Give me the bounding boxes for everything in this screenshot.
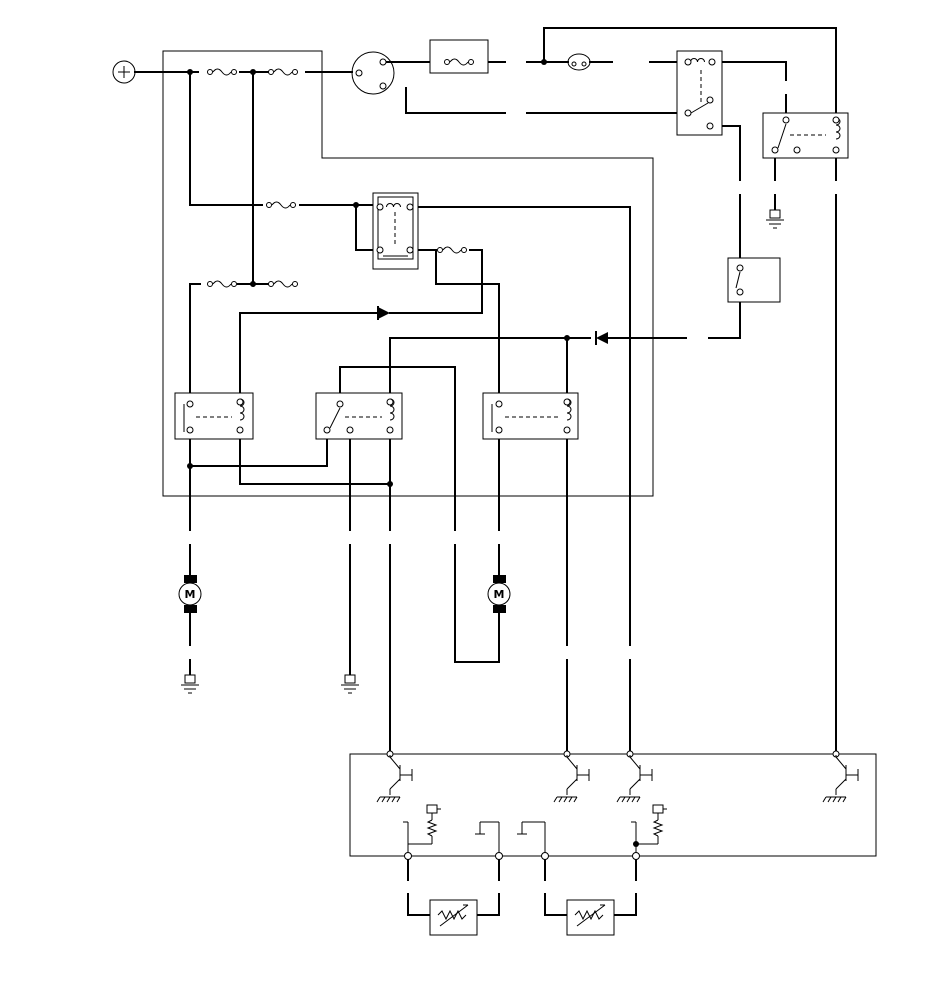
fuse-icon bbox=[429, 39, 489, 74]
ground-icon bbox=[181, 674, 199, 694]
switch-icon bbox=[727, 257, 781, 303]
relay-icon bbox=[315, 392, 403, 440]
ground-icon bbox=[341, 674, 359, 694]
supply-wires bbox=[134, 71, 741, 755]
fuse-relay-box-outline bbox=[162, 50, 654, 497]
motor-label: M bbox=[494, 588, 505, 601]
relay-icon bbox=[762, 112, 849, 159]
ground-icon bbox=[376, 796, 401, 803]
motor-icon: M bbox=[487, 575, 511, 613]
bottom-terminals bbox=[404, 852, 640, 916]
diode-icon bbox=[595, 331, 608, 345]
fuse-icon bbox=[266, 201, 296, 209]
relay-icon bbox=[482, 392, 579, 440]
ground-icon bbox=[616, 796, 641, 803]
fuse-icon bbox=[268, 68, 298, 76]
transistor-icon bbox=[389, 755, 413, 796]
motor-icon: M bbox=[178, 575, 202, 613]
relay-outputs bbox=[189, 439, 568, 755]
thermistor-icon bbox=[566, 899, 615, 936]
relay-icon bbox=[372, 192, 419, 270]
transistor-icon bbox=[629, 755, 653, 796]
fuse-icon bbox=[207, 280, 237, 288]
thermistor-icon bbox=[429, 899, 478, 936]
ground-icon bbox=[553, 796, 578, 803]
transistor-icon bbox=[835, 755, 859, 796]
fuse-icon bbox=[268, 280, 298, 288]
switch-icon bbox=[351, 51, 395, 95]
junction-dots bbox=[187, 59, 639, 847]
control-unit-outline bbox=[349, 753, 877, 857]
fuse-icon bbox=[207, 68, 237, 76]
diode-icon bbox=[377, 306, 390, 320]
ground-icon bbox=[822, 796, 847, 803]
plus-circle-icon bbox=[112, 60, 136, 84]
relay-icon bbox=[174, 392, 254, 440]
sensor-input-circuit-left bbox=[403, 804, 500, 856]
relay-icon bbox=[676, 50, 723, 136]
sensor-input-circuit-right bbox=[517, 804, 667, 856]
transistor-icon bbox=[566, 755, 590, 796]
ground-icon bbox=[766, 209, 784, 229]
fuse-icon bbox=[567, 53, 591, 71]
motor-label: M bbox=[185, 588, 196, 601]
fuse-icon bbox=[437, 246, 467, 254]
